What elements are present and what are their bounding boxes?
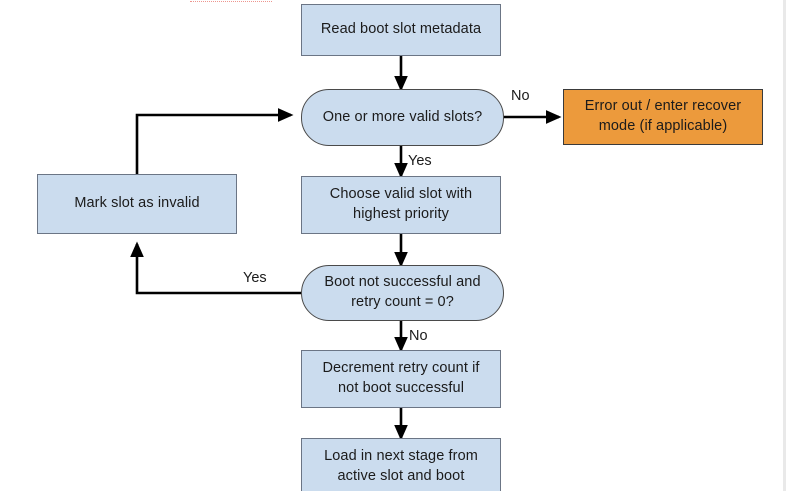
dotted-marker-line: [190, 1, 272, 2]
node-choose-valid-slot-with-highest-priority[interactable]: Choose valid slot with highest priority: [301, 176, 501, 234]
node-load-in-next-stage-from-active-slot-and-boot-label: Load in next stage from active slot and …: [324, 448, 478, 484]
node-one-or-more-valid-slots-label: One or more valid slots?: [322, 108, 483, 125]
node-boot-not-successful-and-retry-count-zero-label: Boot not successful and retry count = 0?: [324, 274, 481, 310]
node-boot-not-successful-and-retry-count-zero[interactable]: Boot not successful and retry count = 0?: [301, 265, 504, 321]
node-mark-slot-as-invalid-label: Mark slot as invalid: [74, 195, 200, 212]
edge-mark-invalid-to-valid-slots: [135, 108, 294, 174]
node-read-boot-slot-metadata[interactable]: Read boot slot metadata: [301, 4, 501, 56]
node-choose-valid-slot-with-highest-priority-label: Choose valid slot with highest priority: [329, 186, 473, 222]
node-error-out-enter-recover-mode[interactable]: Error out / enter recover mode (if appli…: [563, 89, 763, 145]
scrollbar-track[interactable]: [783, 0, 786, 491]
node-decrement-retry-count-if-not-boot-successful-label: Decrement retry count if not boot succes…: [322, 360, 480, 396]
edge-label-no-to-error: No: [511, 88, 530, 104]
node-decrement-retry-count-if-not-boot-successful[interactable]: Decrement retry count if not boot succes…: [301, 350, 501, 408]
edge-label-yes-to-choose: Yes: [408, 153, 432, 169]
edge-label-yes-to-mark-invalid: Yes: [243, 270, 267, 286]
node-error-out-enter-recover-mode-label: Error out / enter recover mode (if appli…: [584, 98, 742, 134]
node-read-boot-slot-metadata-label: Read boot slot metadata: [320, 21, 482, 38]
node-mark-slot-as-invalid[interactable]: Mark slot as invalid: [37, 174, 237, 234]
edge-boot-check-to-mark-invalid: [130, 241, 301, 295]
node-one-or-more-valid-slots[interactable]: One or more valid slots?: [301, 89, 504, 146]
edge-label-no-to-decrement: No: [409, 328, 428, 344]
node-load-in-next-stage-from-active-slot-and-boot[interactable]: Load in next stage from active slot and …: [301, 438, 501, 491]
